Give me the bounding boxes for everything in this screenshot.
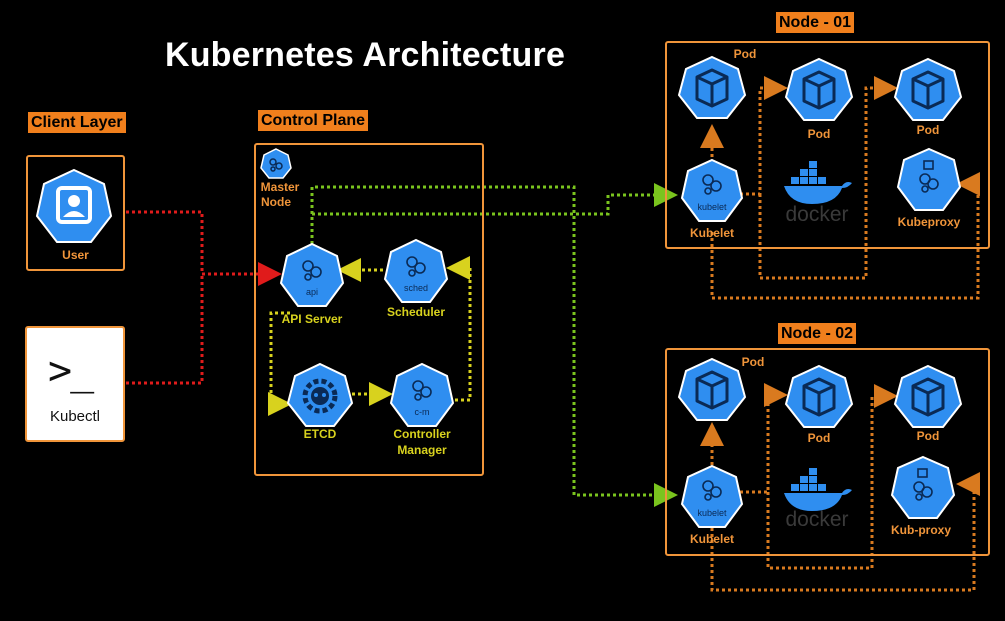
controller-label-2: Manager <box>397 443 447 457</box>
n2-kubelet-to-pod2 <box>740 383 788 494</box>
controller-label-1: Controller <box>393 427 451 441</box>
terminal-icon: >_ <box>48 348 94 394</box>
user-box <box>26 155 125 271</box>
user-label: User <box>62 248 89 262</box>
sched-tag: sched <box>404 283 428 293</box>
node2-docker-icon: docker <box>784 468 852 531</box>
node2-docker-text: docker <box>785 508 848 531</box>
node1-proxy-label: Kubeproxy <box>897 215 961 229</box>
node2-pod1-icon <box>677 357 747 421</box>
cm-to-scheduler-link <box>446 256 472 402</box>
control-plane-box <box>254 143 484 476</box>
kubectl-label: Kubectl <box>49 408 101 425</box>
node2-pod2-icon <box>784 364 854 428</box>
node2-kubelet-icon: kubelet <box>680 464 744 528</box>
client-layer-label: Client Layer <box>28 112 126 133</box>
api-tag: api <box>306 287 318 297</box>
n2-pod2-to-pod3 <box>766 384 898 570</box>
master-node-icon <box>260 148 292 179</box>
node1-pod3-icon <box>893 57 963 121</box>
node1-kubelet-tag: kubelet <box>697 202 727 212</box>
node1-pod1-label: Pod <box>733 47 757 61</box>
n1-kubelet-to-pod2 <box>740 76 788 196</box>
node2-pod3-icon <box>893 364 963 428</box>
node1-pod3-label: Pod <box>916 123 940 137</box>
node2-proxy-label: Kub-proxy <box>891 523 951 537</box>
n1-kubelet-to-proxy <box>710 172 980 300</box>
node2-pod2-label: Pod <box>807 431 831 445</box>
n1-pod2-to-pod3 <box>758 76 898 280</box>
node2-proxy-icon <box>890 455 956 519</box>
node2-pod1-label: Pod <box>741 355 765 369</box>
node1-pod2-label: Pod <box>807 127 831 141</box>
node1-label: Node - 01 <box>776 12 855 33</box>
master-node-label-2: Node <box>261 195 291 209</box>
node1-kubelet-label: Kubelet <box>689 226 734 240</box>
node2-kubelet-label: Kubelet <box>689 532 734 546</box>
node1-docker-icon: docker <box>784 161 852 225</box>
controller-manager-icon: c-m <box>389 362 455 427</box>
etcd-icon <box>286 362 354 427</box>
user-icon <box>35 168 113 243</box>
scheduler-icon: sched <box>383 238 449 303</box>
node2-box <box>665 348 990 556</box>
node1-box <box>665 41 990 249</box>
api-server-icon: api <box>279 242 345 307</box>
api-server-label: API Server <box>281 312 343 326</box>
n2-kubelet-to-proxy <box>710 472 980 592</box>
node2-kubelet-tag: kubelet <box>697 508 727 518</box>
master-node-label-1: Master <box>260 180 300 194</box>
node1-proxy-icon <box>896 147 962 211</box>
scheduler-label: Scheduler <box>386 305 446 319</box>
user-to-api-link <box>126 210 282 286</box>
node1-pod1-icon <box>677 55 747 119</box>
kubectl-box <box>25 326 125 442</box>
api-to-node1-link <box>310 185 678 507</box>
kubectl-to-api-link <box>126 274 204 385</box>
node1-pod2-icon <box>784 57 854 121</box>
node1-kubelet-icon: kubelet <box>680 158 744 222</box>
node2-label: Node - 02 <box>778 323 857 344</box>
cm-tag: c-m <box>415 407 430 417</box>
etcd-label: ETCD <box>303 427 337 441</box>
diagram-title: Kubernetes Architecture <box>164 36 566 74</box>
node2-pod3-label: Pod <box>916 429 940 443</box>
control-plane-label: Control Plane <box>258 110 369 131</box>
node1-docker-text: docker <box>785 203 848 225</box>
